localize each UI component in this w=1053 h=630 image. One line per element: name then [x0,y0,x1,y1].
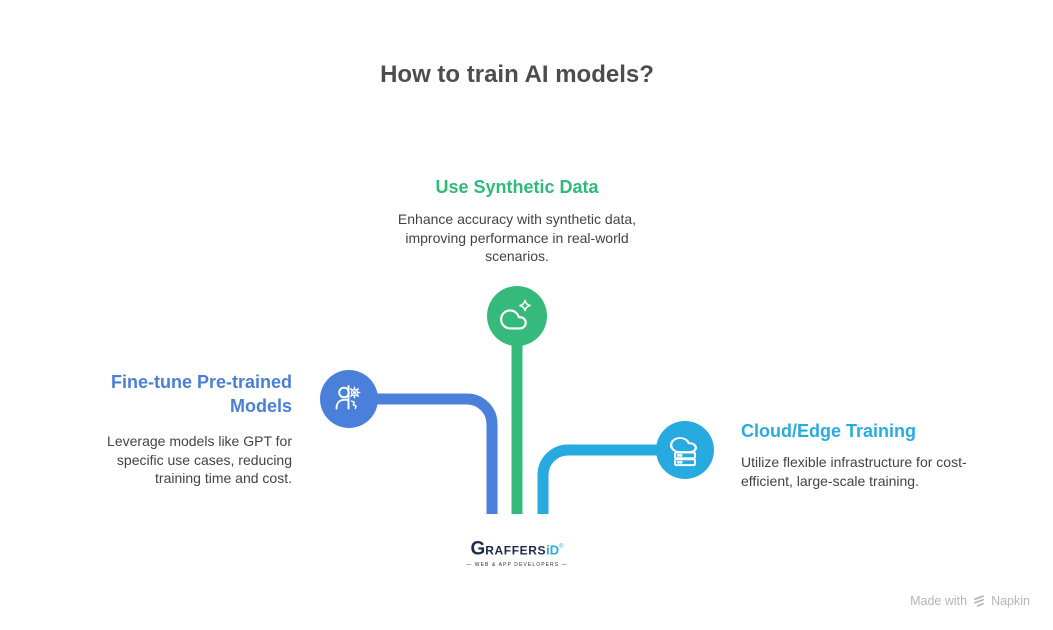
made-with-label: Made with [910,594,968,608]
logo-tagline: — WEB & APP DEVELOPERS — [466,562,568,569]
cloud-server-icon [669,437,697,467]
napkin-logo-icon [974,595,984,607]
graffersid-logo: GRAFFERSiD® — WEB & APP DEVELOPERS — [466,537,568,569]
napkin-credit[interactable]: Made with Napkin [910,594,1030,608]
branch-synthetic-data: Use Synthetic Data Enhance accuracy with… [392,175,642,266]
registered-mark: ® [559,544,564,550]
branch-heading-fine-tune: Fine-tune Pre-trained Models [110,372,292,416]
connector-fine-tune [376,393,498,514]
branch-body-cloud-edge: Utilize flexible infrastructure for cost… [741,454,967,489]
branch-cloud-edge: Cloud/Edge Training Utilize flexible inf… [741,419,976,490]
branch-fine-tune: Fine-tune Pre-trained Models Leverage mo… [82,370,292,488]
node-synthetic-data [487,286,547,346]
graffersid-wordmark: GRAFFERSiD® [466,537,568,560]
cloud-sparkle-icon [500,299,531,330]
logo-letter-g: G [470,538,486,560]
logo-raffers: RAFFERS [485,543,547,558]
person-gear-icon [335,385,361,410]
branch-heading-cloud-edge: Cloud/Edge Training [741,421,916,441]
branch-body-synthetic-data: Enhance accuracy with synthetic data, im… [397,211,637,264]
branch-heading-synthetic-data: Use Synthetic Data [435,177,599,197]
branch-body-fine-tune: Leverage models like GPT for specific us… [107,433,292,486]
node-cloud-edge [656,421,714,479]
napkin-brand-label: Napkin [991,594,1030,608]
logo-id: iD [546,542,560,558]
page-title: How to train AI models? [380,61,654,88]
connector-cloud-edge [537,444,658,514]
